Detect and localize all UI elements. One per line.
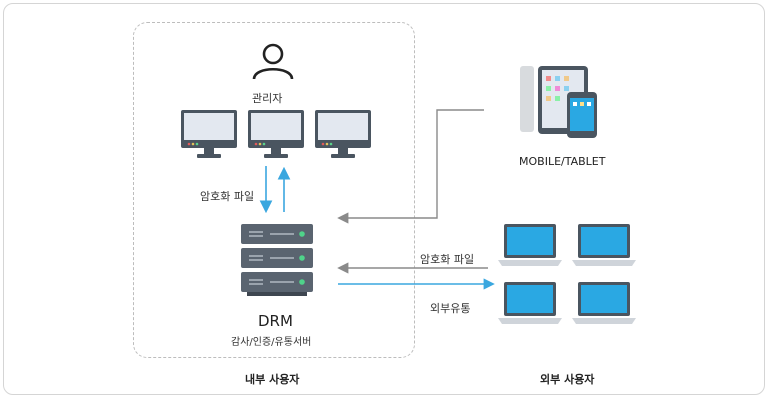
internal-users-label: 내부 사용자 — [245, 373, 300, 386]
drm-label: DRM — [258, 312, 293, 330]
laptop-icon — [498, 224, 562, 266]
arrow-mobile-to-server — [337, 109, 484, 224]
mobile-tablet-label: MOBILE/TABLET — [519, 155, 606, 168]
admin-label: 관리자 — [252, 92, 283, 105]
phone-icon — [567, 92, 597, 138]
monitor-icon — [315, 110, 371, 158]
monitor-icon — [248, 110, 304, 158]
laptop-icon — [572, 224, 636, 266]
encrypted-file-label-internal: 암호화 파일 — [200, 190, 255, 203]
external-distribution-label: 외부유통 — [430, 302, 471, 315]
encrypted-file-label-external: 암호화 파일 — [420, 253, 475, 266]
tablet-icon — [520, 66, 588, 134]
person-icon — [252, 43, 294, 80]
laptop-icon — [498, 282, 562, 324]
internal-network-boundary — [133, 22, 415, 358]
external-users-label: 외부 사용자 — [540, 373, 595, 386]
monitor-icon — [181, 110, 237, 158]
server-icon — [241, 224, 313, 296]
drm-subtitle: 감사/인증/유통서버 — [231, 337, 312, 348]
diagram-frame — [3, 3, 765, 395]
laptop-icon — [572, 282, 636, 324]
